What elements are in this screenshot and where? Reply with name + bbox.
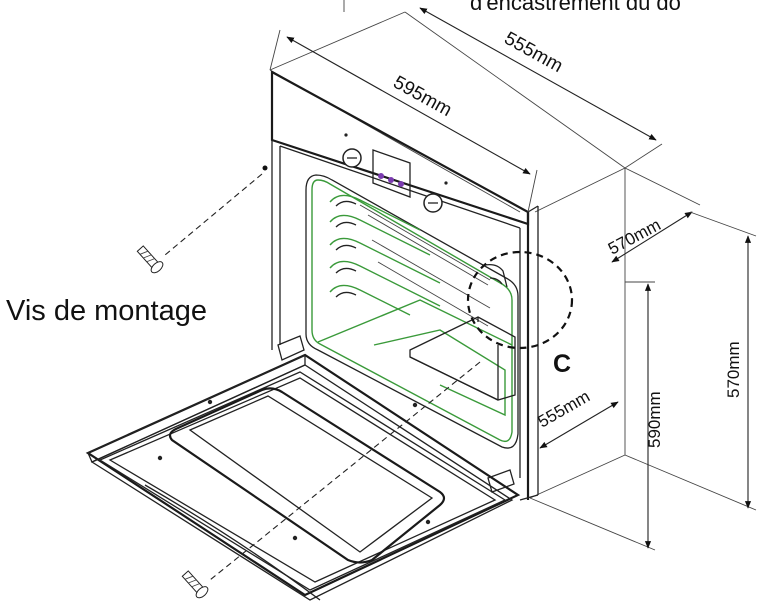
detail-c: C [466,250,574,378]
dimension-front-height-label: 590mm [645,391,664,448]
dimension-front-height: 590mm [529,281,664,551]
dimension-cavity-depth-label: 555mm [535,387,594,432]
mounting-screw-bottom [181,361,481,599]
dimension-right-height-label: 570mm [724,341,743,398]
oven-cavity [305,174,519,449]
mounting-screws-label: Vis de montage [6,295,207,327]
mounting-screw-top [136,165,268,274]
detail-circle [466,250,574,350]
dimension-top-depth: 555mm [419,7,663,169]
dimension-right-depth: 570mm [605,167,701,263]
dimension-cavity-depth: 555mm [535,387,619,449]
dimension-right-depth-label: 570mm [605,215,664,258]
header-text: d'encastrement du do [470,0,681,15]
detail-label: C [553,350,571,378]
dimension-right-height: 570mm [624,211,757,511]
display-panel [372,149,411,198]
dimension-top-depth-label: 555mm [501,28,567,77]
oven-door [85,335,521,601]
